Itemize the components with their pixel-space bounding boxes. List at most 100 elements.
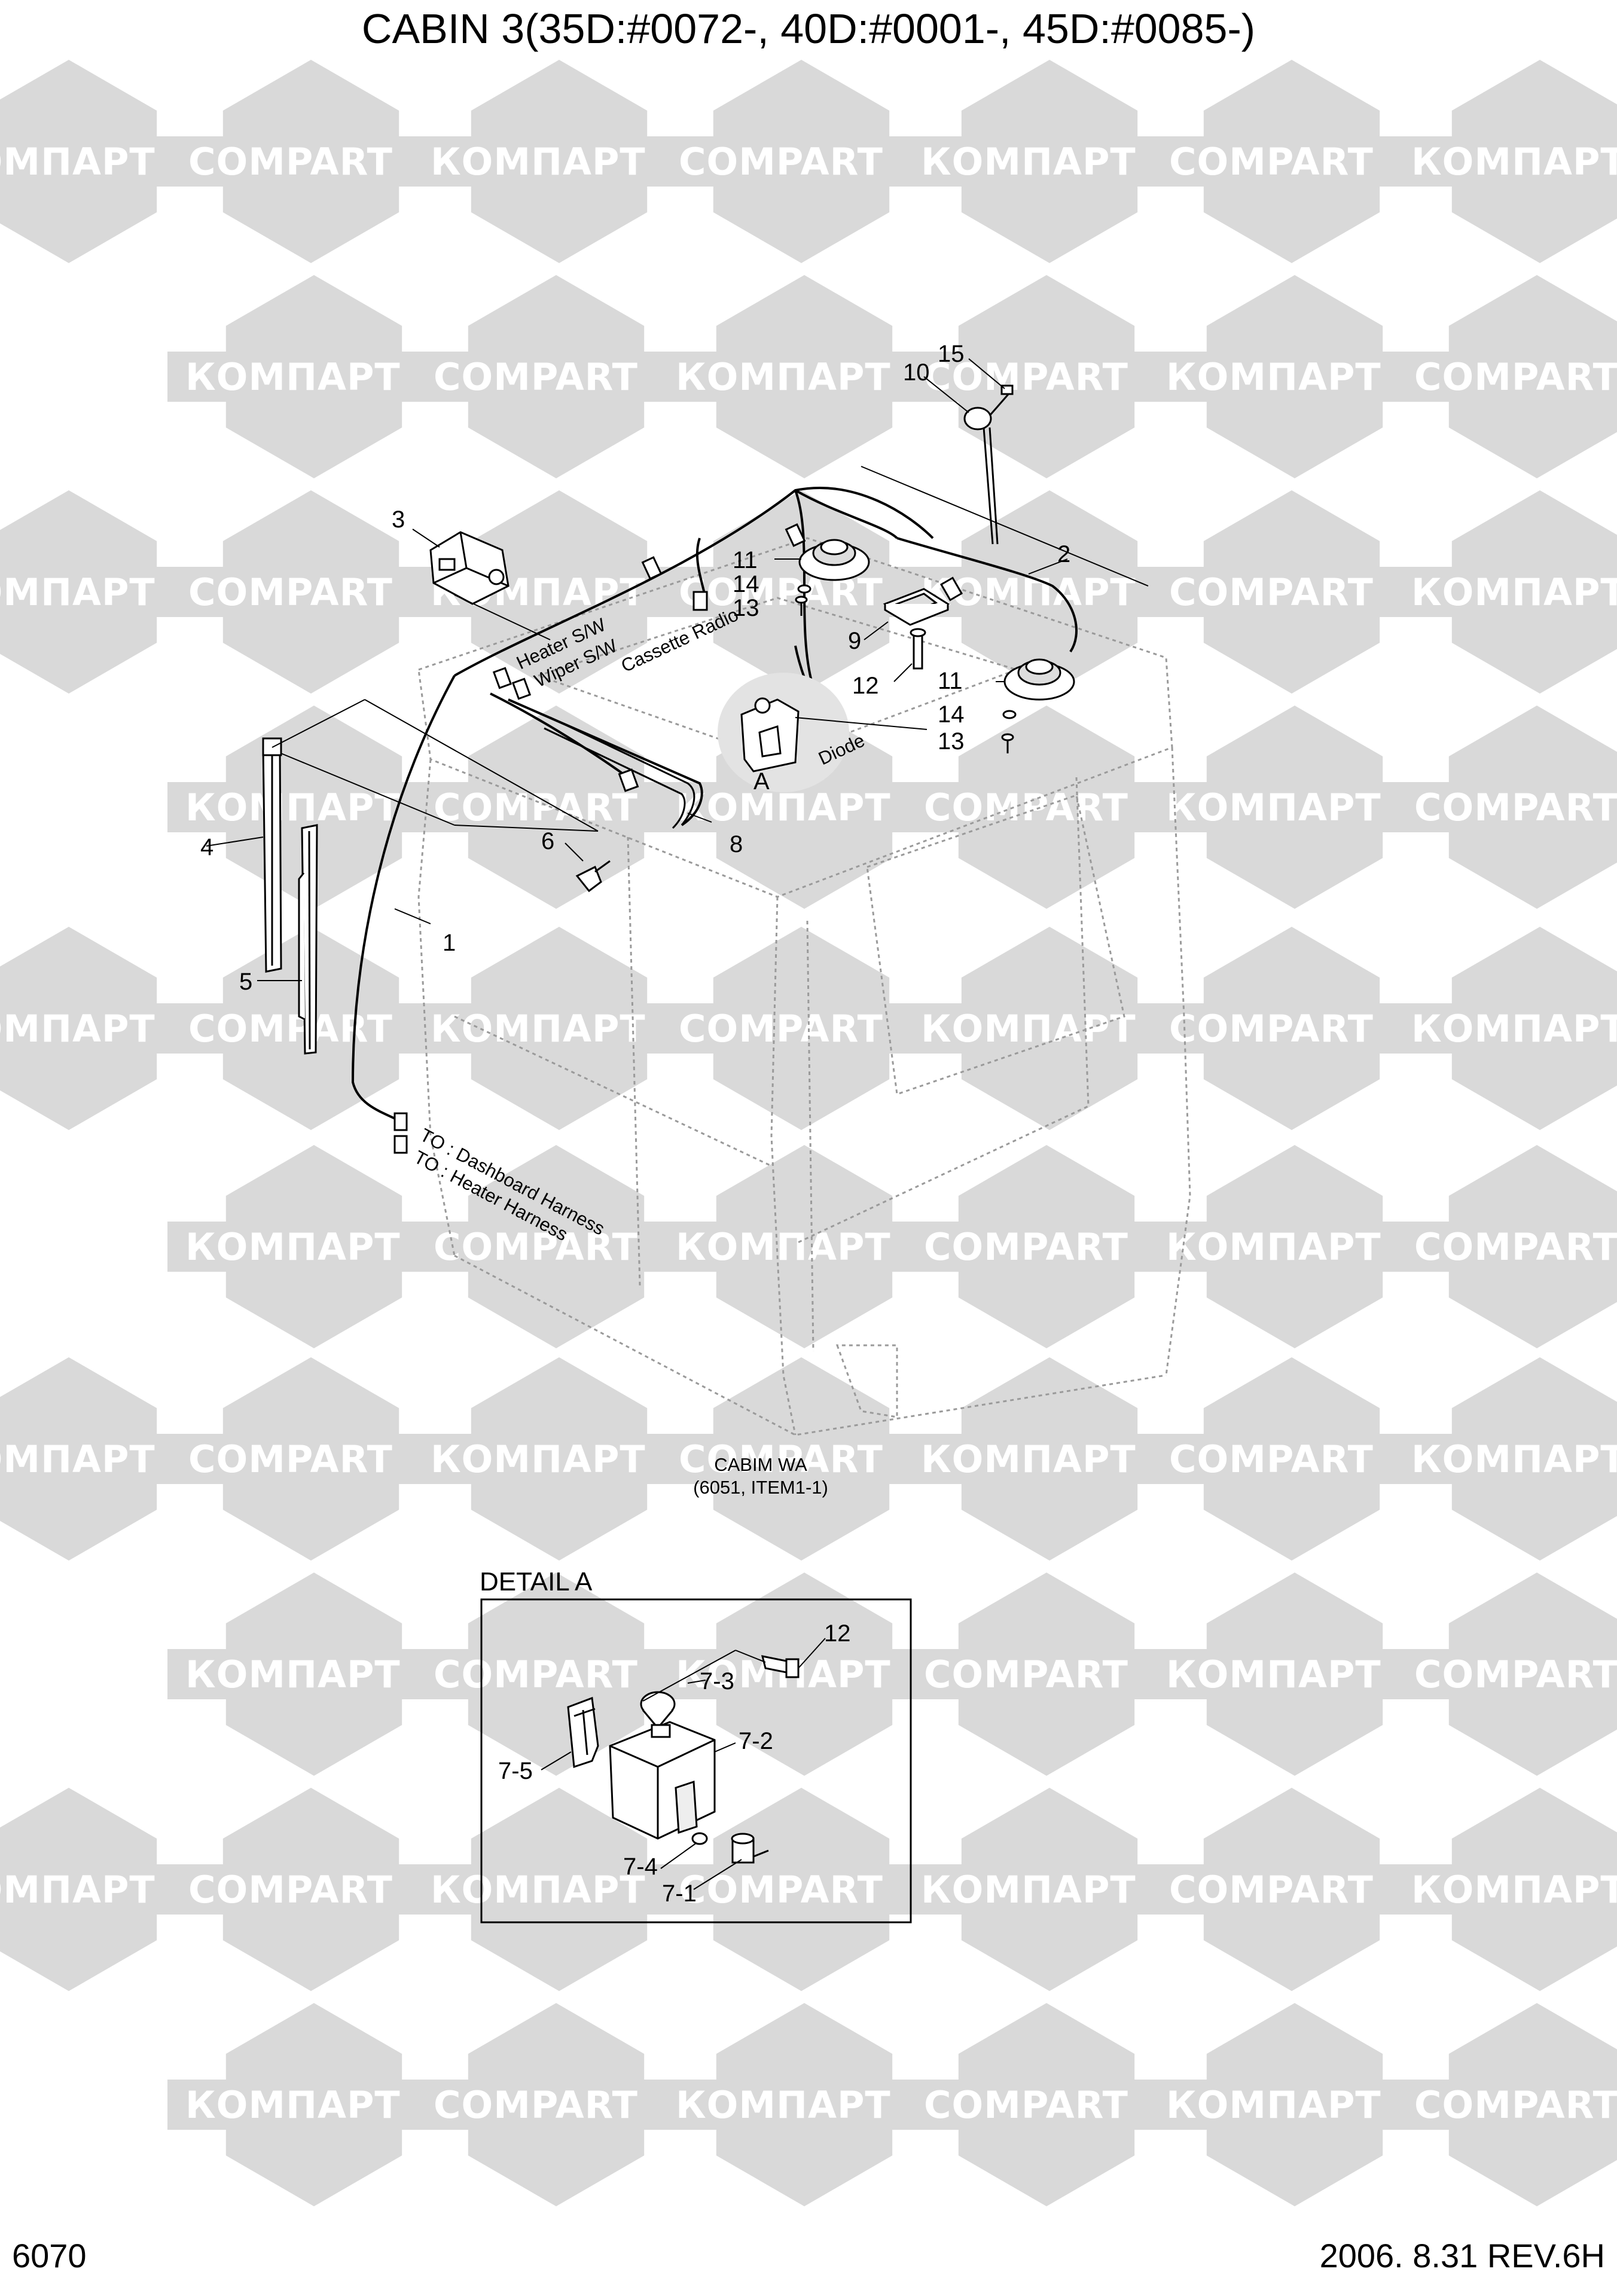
watermark-text-left: КОМПАРТ	[0, 570, 155, 614]
watermark-text-right: COMPART	[679, 140, 883, 184]
callout-13-right: 13	[938, 728, 965, 755]
callout-3: 3	[392, 506, 405, 533]
watermark-text-right: COMPART	[188, 1868, 393, 1912]
wire-harness	[351, 487, 1078, 1125]
bracket-part-7-5	[567, 1696, 599, 1769]
watermark-text-right: COMPART	[1414, 1225, 1617, 1269]
watermark-text-right: COMPART	[434, 2083, 638, 2127]
watermark-text-left: КОМПАРТ	[0, 1437, 155, 1481]
watermark-text-left: КОМПАРТ	[1166, 786, 1381, 829]
watermark-text-left: КОМПАРТ	[1166, 1225, 1381, 1269]
watermark-text-left: КОМПАРТ	[921, 140, 1136, 184]
antenna-part-10	[963, 384, 1014, 545]
watermark-tile: КОМПАРТ COMPART	[413, 927, 933, 1130]
watermark-text-right: COMPART	[679, 1437, 883, 1481]
watermark-text-left: КОМПАРТ	[1411, 1437, 1617, 1481]
watermark-text-right: COMPART	[679, 1007, 883, 1051]
watermark-text-left: КОМПАРТ	[1411, 1868, 1617, 1912]
callout-11-top: 11	[733, 547, 758, 573]
detail-callout-7-5: 7-5	[498, 1758, 533, 1784]
watermark-text-right: COMPART	[434, 355, 638, 399]
callout-11-right: 11	[938, 668, 963, 694]
watermark-text-left: КОМПАРТ	[676, 355, 891, 399]
wiper-blade-part-5	[298, 824, 318, 1055]
watermark-text-left: КОМПАРТ	[0, 140, 155, 184]
watermark-text-right: COMPART	[1169, 570, 1374, 614]
watermark-tile: КОМПАРТ COMPART	[903, 1788, 1423, 1991]
watermark-text-left: КОМПАРТ	[0, 1007, 155, 1051]
watermark-text-right: COMPART	[188, 1437, 393, 1481]
callout-8: 8	[730, 831, 743, 857]
watermark-text-left: КОМПАРТ	[431, 1437, 646, 1481]
watermark-tile: КОМПАРТ COMPART	[413, 1357, 933, 1561]
watermark-text-left: КОМПАРТ	[431, 1007, 646, 1051]
bolt-part-12-detail	[761, 1655, 800, 1678]
watermark-text-right: COMPART	[188, 140, 393, 184]
detail-a-panel: DETAIL A	[480, 1567, 912, 1923]
callout-14-top: 14	[733, 571, 759, 597]
detail-callout-12: 12	[824, 1620, 851, 1647]
detail-leader-lines	[541, 1638, 826, 1890]
watermark-tile: КОМПАРТ COMPART	[903, 60, 1423, 263]
watermark-text-left: КОМПАРТ	[431, 1868, 646, 1912]
watermark-tile: КОМПАРТ COMPART	[0, 60, 443, 263]
callout-4: 4	[200, 834, 213, 860]
watermark-tile: КОМПАРТ COMPART	[0, 1357, 443, 1561]
watermark-text-right: COMPART	[1414, 355, 1617, 399]
cabin-frame-outline	[417, 537, 1191, 1436]
watermark-text-left: КОМПАРТ	[1166, 2083, 1381, 2127]
watermark-text-left: КОМПАРТ	[1166, 355, 1381, 399]
callout-13-top: 13	[733, 595, 759, 621]
perspective-lines	[271, 594, 599, 832]
watermark-text-right: COMPART	[434, 786, 638, 829]
speaker-part-11-top	[798, 539, 870, 581]
watermark-text-right: COMPART	[924, 786, 1128, 829]
cabin-reference-line1: CABIM WA	[714, 1454, 807, 1475]
detail-callout-7-1: 7-1	[662, 1880, 697, 1907]
watermark-text-left: КОМПАРТ	[185, 2083, 401, 2127]
watermark-text-left: КОМПАРТ	[0, 1868, 155, 1912]
watermark-text-right: COMPART	[1169, 140, 1374, 184]
switch-box-part-3	[429, 531, 509, 605]
washer-tank-in-place	[718, 673, 849, 792]
watermark-text-left: КОМПАРТ	[185, 1225, 401, 1269]
callout-A: A	[753, 768, 770, 795]
watermark-text-left: КОМПАРТ	[1166, 1653, 1381, 1696]
motor-part-7-1	[691, 1832, 769, 1864]
detail-callout-7-4: 7-4	[623, 1854, 658, 1880]
watermark-text-right: COMPART	[1169, 1868, 1374, 1912]
washer-hose-part-8	[544, 716, 695, 829]
watermark-text-left: КОМПАРТ	[921, 1007, 1136, 1051]
callout-2: 2	[1057, 541, 1070, 567]
harness-connectors	[393, 523, 963, 1154]
callout-labels: 1 2 3 4 5 6 8 9 10 11 11 12 13 13 14 14 …	[200, 341, 1070, 995]
watermark-tile: КОМПАРТ COMPART	[0, 1788, 443, 1991]
watermark-text-left: КОМПАРТ	[1411, 140, 1617, 184]
callout-14-right: 14	[938, 701, 965, 728]
callout-10: 10	[903, 359, 930, 386]
callout-6: 6	[541, 828, 554, 854]
watermark-text-left: КОМПАРТ	[185, 355, 401, 399]
watermark-text-left: КОМПАРТ	[921, 1868, 1136, 1912]
watermark-text-right: COMPART	[188, 1007, 393, 1051]
speaker-part-11-right	[1003, 658, 1075, 701]
page-title: CABIN 3(35D:#0072-, 40D:#0001-, 45D:#008…	[361, 5, 1256, 52]
watermark-text-right: COMPART	[924, 1225, 1128, 1269]
watermark-text-left: КОМПАРТ	[431, 140, 646, 184]
detail-callout-7-3: 7-3	[700, 1668, 734, 1694]
